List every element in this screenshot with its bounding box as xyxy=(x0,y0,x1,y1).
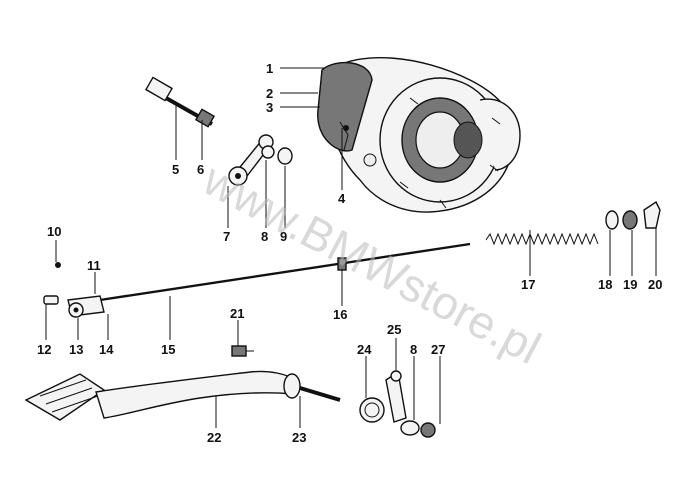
callout-18: 18 xyxy=(598,277,612,292)
clutch-housing xyxy=(317,57,521,213)
callout-17: 17 xyxy=(521,277,535,292)
pedal-spring-set xyxy=(359,370,436,438)
callout-21: 21 xyxy=(230,306,244,321)
callout-14: 14 xyxy=(99,342,114,357)
callout-8: 8 xyxy=(261,229,268,244)
grease-nipple xyxy=(231,345,254,357)
callout-6: 6 xyxy=(197,162,204,177)
callout-8-second: 8 xyxy=(410,342,417,357)
callout-2: 2 xyxy=(266,86,273,101)
callout-10: 10 xyxy=(47,224,61,239)
callout-24: 24 xyxy=(357,342,372,357)
callout-27: 27 xyxy=(431,342,445,357)
callout-23: 23 xyxy=(292,430,306,445)
callout-25: 25 xyxy=(387,322,401,337)
pedal-part xyxy=(24,370,341,421)
bolt-part xyxy=(145,76,216,128)
callout-13: 13 xyxy=(69,342,83,357)
leader-lines xyxy=(45,67,657,428)
callout-15: 15 xyxy=(161,342,175,357)
callout-4: 4 xyxy=(338,191,346,206)
spring-part xyxy=(485,232,599,246)
callout-5: 5 xyxy=(172,162,179,177)
callout-20: 20 xyxy=(648,277,662,292)
callout-16: 16 xyxy=(333,307,347,322)
callout-1: 1 xyxy=(266,61,273,76)
callout-9: 9 xyxy=(280,229,287,244)
callout-12: 12 xyxy=(37,342,51,357)
nut-set xyxy=(605,200,661,230)
callout-22: 22 xyxy=(207,430,221,445)
link-part xyxy=(228,134,293,186)
callout-3: 3 xyxy=(266,100,273,115)
callout-numbers: 1 2 3 4 5 6 7 8 9 10 11 12 13 14 15 16 1… xyxy=(37,61,662,445)
callout-11: 11 xyxy=(87,258,101,273)
callout-19: 19 xyxy=(623,277,637,292)
callout-7: 7 xyxy=(223,229,230,244)
